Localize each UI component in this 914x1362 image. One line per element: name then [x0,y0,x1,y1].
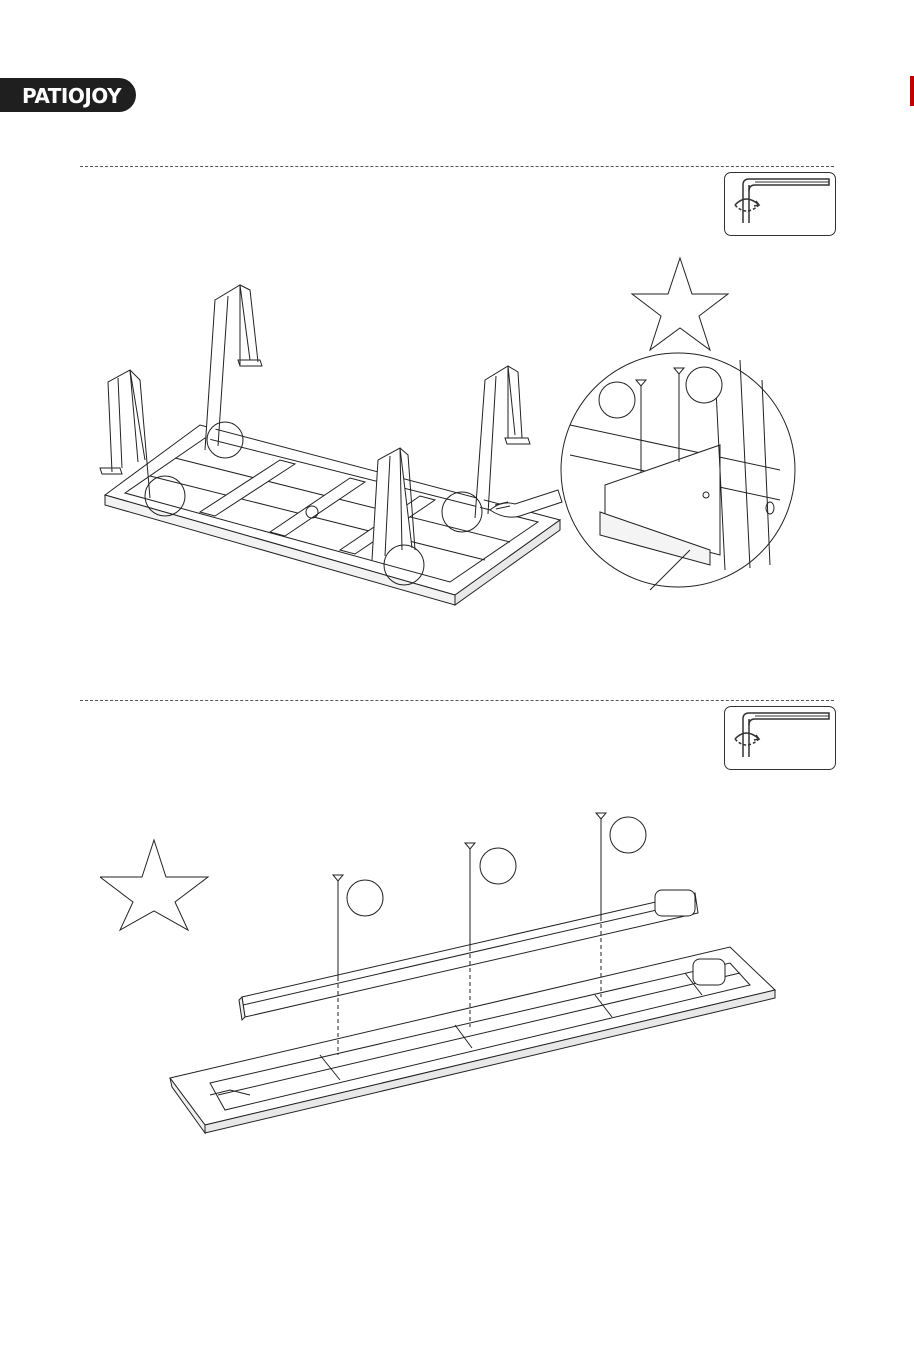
step-2-tool-box [724,706,836,770]
step-2-illustration [100,805,800,1145]
step-2-divider [80,700,834,701]
step-1-divider [80,166,834,167]
brand-name: PATIOJOY [22,84,121,108]
step-1-tool-box [724,172,836,236]
brand-logo: PATIOJOY [0,78,136,112]
table-frame-illustration [90,250,810,610]
page-edge-mark [910,76,914,106]
allen-key-icon [725,707,835,769]
bench-rail-illustration [100,805,800,1145]
star-outline-icon [100,840,208,930]
pointing-hand-icon [490,490,562,517]
star-outline-icon [632,258,728,350]
step-1-illustration [90,250,810,610]
allen-key-icon [725,173,835,235]
